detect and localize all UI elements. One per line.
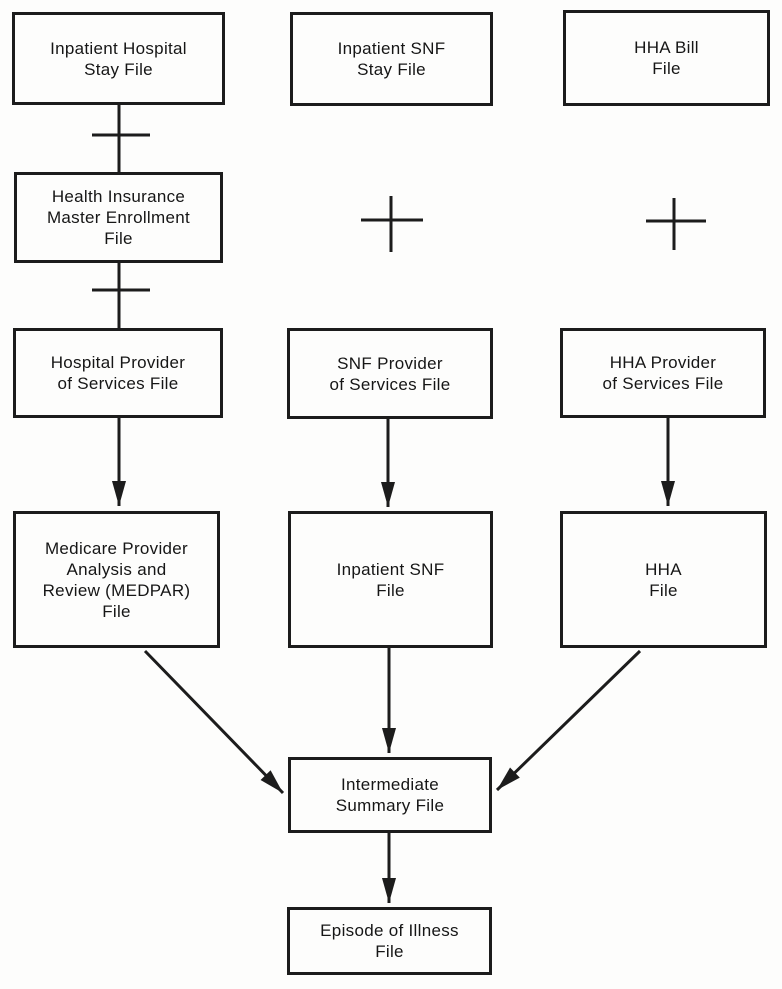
node-label: SNF Provider of Services File xyxy=(329,353,451,394)
arrow-hha-file-to-intermediate xyxy=(495,649,642,792)
connector-hospital-stay-to-enrollment xyxy=(92,105,150,172)
node-label: Inpatient Hospital Stay File xyxy=(50,38,187,79)
node-medpar-file: Medicare Provider Analysis and Review (M… xyxy=(13,511,220,648)
node-snf-provider-of-services-file: SNF Provider of Services File xyxy=(287,328,493,419)
node-label: Intermediate Summary File xyxy=(335,775,445,815)
node-intermediate-summary-file: Intermediate Summary File xyxy=(288,757,492,833)
node-label: HHA Provider of Services File xyxy=(602,353,724,393)
node-hha-provider-of-services-file: HHA Provider of Services File xyxy=(560,328,766,418)
node-label: HHA Bill File xyxy=(634,38,699,78)
node-label: HHA File xyxy=(645,559,682,600)
node-episode-of-illness-file: Episode of Illness File xyxy=(287,907,492,975)
node-inpatient-snf-stay-file: Inpatient SNF Stay File xyxy=(290,12,493,106)
node-hospital-provider-of-services-file: Hospital Provider of Services File xyxy=(13,328,223,418)
arrow-medpar-to-intermediate xyxy=(143,649,285,795)
node-hha-file: HHA File xyxy=(560,511,767,648)
connector-snf-stay-to-snf-provider xyxy=(361,196,423,252)
node-label: Inpatient SNF File xyxy=(336,559,445,600)
node-inpatient-hospital-stay-file: Inpatient Hospital Stay File xyxy=(12,12,225,105)
node-health-insurance-master-enrollment-file: Health Insurance Master Enrollment File xyxy=(14,172,223,263)
node-inpatient-snf-file: Inpatient SNF File xyxy=(288,511,493,648)
connector-hha-bill-to-hha-provider xyxy=(646,198,706,250)
connector-enrollment-to-hospital-provider xyxy=(92,263,150,328)
node-label: Hospital Provider of Services File xyxy=(50,353,186,393)
node-label: Episode of Illness File xyxy=(320,921,459,961)
node-label: Health Insurance Master Enrollment File xyxy=(46,187,191,248)
node-hha-bill-file: HHA Bill File xyxy=(563,10,770,106)
node-label: Inpatient SNF Stay File xyxy=(337,39,446,79)
node-label: Medicare Provider Analysis and Review (M… xyxy=(42,538,191,621)
